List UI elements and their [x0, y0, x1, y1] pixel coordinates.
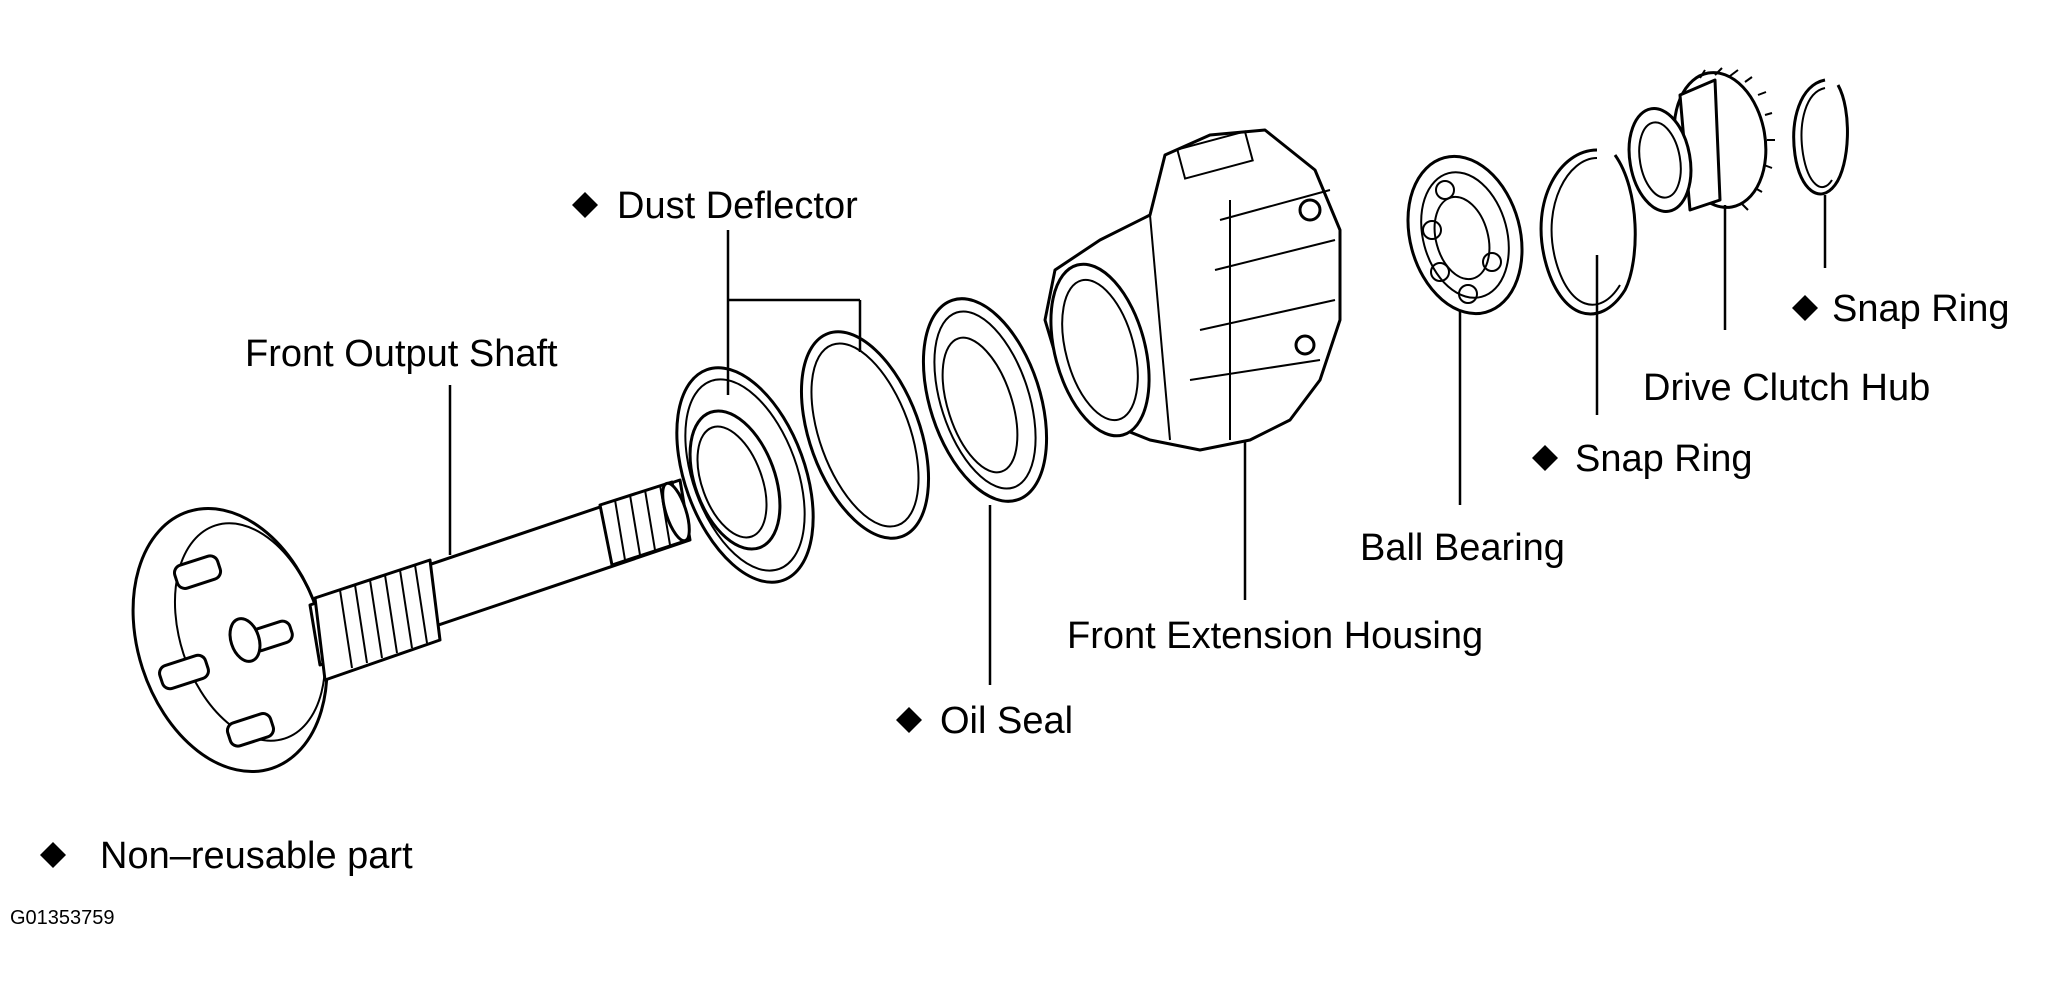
- diamond-icon: [1792, 295, 1818, 321]
- diamond-icon: [40, 842, 66, 868]
- label-dust-deflector: Dust Deflector: [617, 185, 858, 227]
- legend: Non–reusable part: [40, 835, 413, 877]
- label-drive-clutch-hub: Drive Clutch Hub: [1643, 367, 1930, 409]
- label-snap-ring-inner: Snap Ring: [1575, 438, 1752, 480]
- label-ball-bearing: Ball Bearing: [1360, 527, 1565, 569]
- callout-snap-ring-inner: Snap Ring: [1532, 438, 1752, 480]
- flange-studs: [158, 554, 294, 748]
- diamond-icon: [572, 192, 598, 218]
- callout-oil-seal: Oil Seal: [896, 700, 1073, 742]
- figure-code: G01353759: [10, 907, 115, 929]
- drive-clutch-hub-part: [1627, 67, 1775, 213]
- dust-deflector-parts: [675, 330, 931, 584]
- snap-ring-inner-part: [1539, 148, 1637, 316]
- label-snap-ring-outer: Snap Ring: [1832, 288, 2009, 330]
- diamond-icon: [896, 707, 922, 733]
- oil-seal-part: [921, 297, 1049, 503]
- label-front-extension-housing: Front Extension Housing: [1067, 615, 1483, 657]
- diamond-icon: [1532, 445, 1558, 471]
- front-output-shaft: [131, 478, 692, 774]
- callout-snap-ring-outer: Snap Ring: [1792, 288, 2009, 330]
- label-oil-seal: Oil Seal: [940, 700, 1073, 742]
- callout-dust-deflector: Dust Deflector: [572, 185, 858, 227]
- ball-bearing-part: [1406, 154, 1524, 316]
- front-extension-housing-part: [1043, 128, 1342, 452]
- legend-text: Non–reusable part: [100, 835, 413, 877]
- label-front-output-shaft: Front Output Shaft: [245, 333, 558, 375]
- leader-lines: [448, 195, 1827, 685]
- snap-ring-outer-part: [1792, 78, 1849, 196]
